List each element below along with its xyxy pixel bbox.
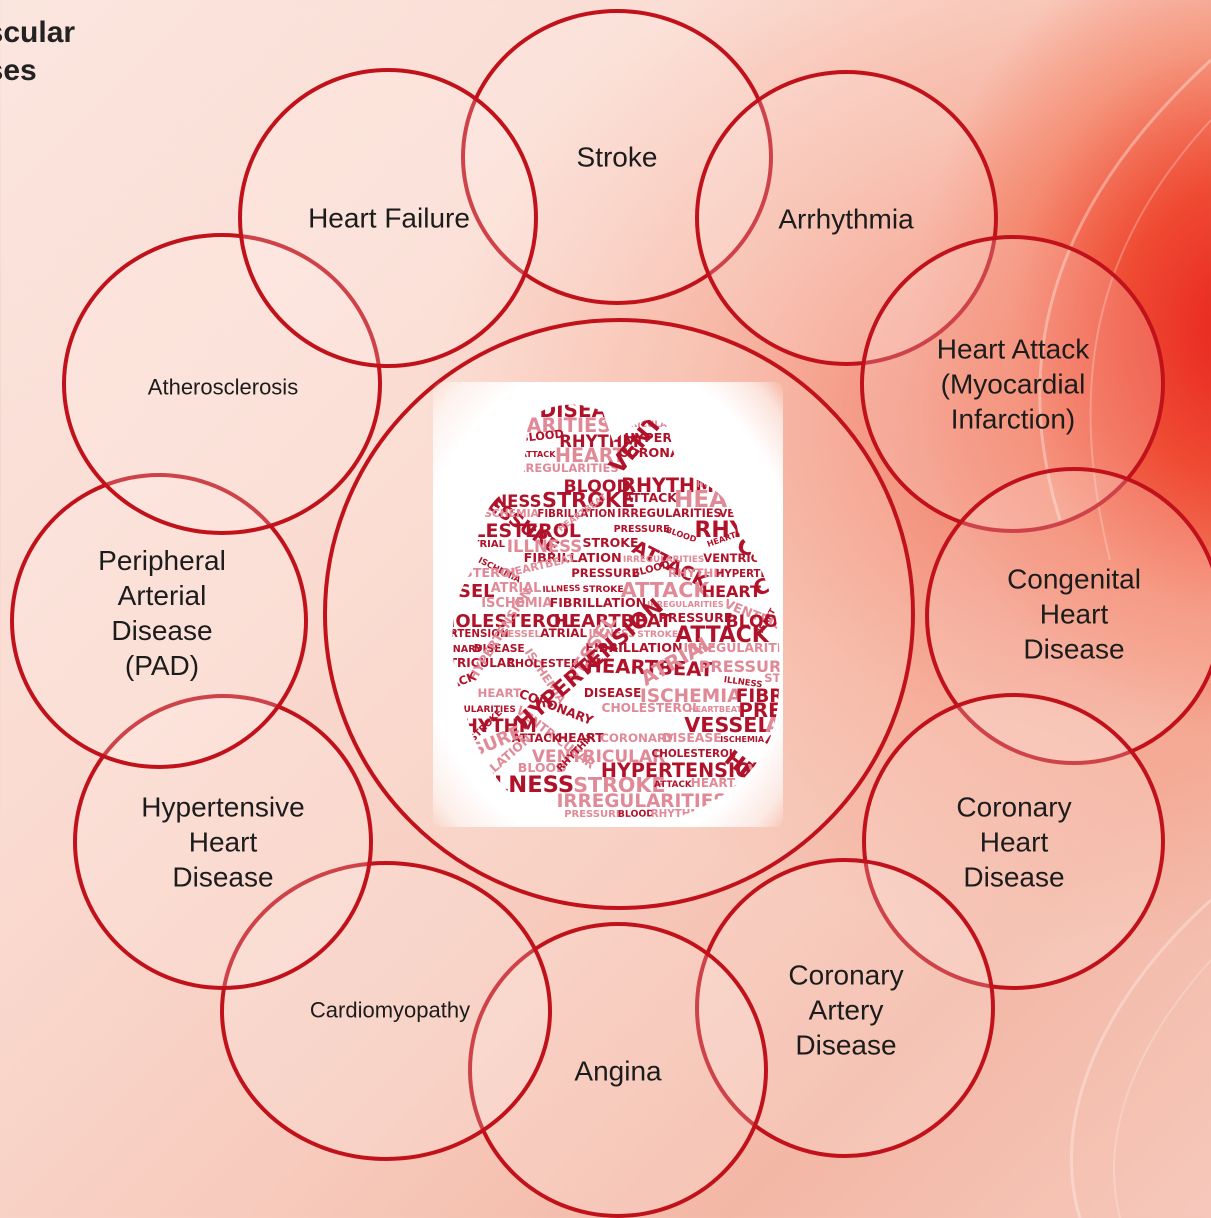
label-heart-attack: Heart Attack (Myocardial Infarction) (937, 332, 1090, 437)
word-cloud-word: ISCHEMIA (619, 382, 705, 418)
word-cloud-word: BLOOD (433, 697, 445, 730)
word-cloud-word: DISEASE (433, 508, 481, 520)
word-cloud-word: HEART (691, 776, 736, 790)
word-cloud-word: PRESSURE (614, 524, 670, 535)
word-cloud-word: VESSEL (748, 761, 783, 782)
label-heart-failure: Heart Failure (308, 201, 470, 236)
word-cloud-word: VESSEL (758, 807, 783, 827)
word-cloud-word: DISEASE (663, 730, 722, 745)
word-cloud-word: HEARTBEAT (494, 808, 565, 827)
word-cloud-word: STROKE (764, 671, 783, 685)
word-cloud-word: FIBRILLATION (736, 401, 783, 416)
title-line-1: ascular (0, 14, 190, 52)
label-congenital: Congenital Heart Disease (1007, 562, 1141, 667)
word-cloud-word: ATTACK (433, 405, 460, 415)
word-cloud-word: VESSEL (723, 434, 766, 445)
label-angina: Angina (574, 1054, 661, 1089)
word-cloud-word: CORONARY (730, 783, 771, 827)
word-cloud-word: IRREGULARITIES (433, 705, 516, 715)
word-cloud-word: DISEASE (433, 548, 456, 609)
label-arrhythmia: Arrhythmia (778, 202, 913, 237)
word-cloud-word: ISCHEMIA (720, 735, 765, 744)
word-cloud-word: VESSEL (761, 479, 784, 490)
word-cloud-word: ILLNESS (433, 732, 472, 745)
word-cloud-word: DISEASE (778, 776, 783, 791)
word-cloud-word: ILLNESS (542, 583, 580, 594)
word-cloud-word: ATRIAL (765, 434, 783, 445)
word-cloud-word: FIBRILLATION (433, 400, 490, 474)
word-cloud-word: VESSEL (433, 535, 467, 550)
word-cloud-word: HEARTBEAT (433, 479, 470, 489)
word-cloud-word: CHOLESTEROL (775, 458, 784, 482)
word-cloud-word: FIBRILLATION (550, 595, 647, 610)
word-cloud-word: ATTACK (623, 490, 678, 505)
word-cloud-word: HEART (478, 686, 522, 700)
heart-word-cloud: ATTACKHEARTCORONARYDISEASEISCHEMIAFIBRIL… (433, 382, 783, 827)
word-cloud-word: PRESSURE (471, 434, 525, 445)
word-cloud-word: ISCHEMIA (734, 445, 783, 460)
word-cloud-word: ATTACK (521, 449, 556, 459)
word-cloud-word: DISEASE (686, 449, 735, 460)
word-cloud-word: BLOOD (618, 808, 655, 820)
word-cloud-word: ATRIAL (433, 780, 458, 827)
heart-word-cloud-image: ATTACKHEARTCORONARYDISEASEISCHEMIAFIBRIL… (433, 382, 783, 827)
label-cardiomyopathy: Cardiomyopathy (310, 996, 470, 1024)
word-cloud-word: ATTACK (433, 669, 479, 700)
label-hypertensive: Hypertensive Heart Disease (141, 790, 304, 895)
word-cloud-word: FIBRILLATION (762, 733, 783, 801)
word-cloud-word: ATTACK (654, 780, 693, 790)
word-cloud-word: DISEASE (584, 686, 641, 700)
word-cloud-word: ILLNESS (433, 446, 469, 460)
word-cloud-word: VENTRICULAR (718, 794, 783, 827)
slide-title: ascular ases (0, 14, 190, 90)
word-cloud-word: HEART (459, 404, 490, 414)
word-cloud-word: STROKE (471, 446, 526, 460)
word-cloud-word: STROKE (583, 584, 624, 595)
word-cloud-word: ATRIAL (765, 713, 783, 737)
word-cloud-word: BLOOD (664, 524, 698, 544)
word-cloud-word: CHOLESTEROL (433, 811, 490, 827)
word-cloud-word: BLOOD (519, 427, 564, 445)
label-pad: Peripheral Arterial Disease (PAD) (98, 543, 226, 683)
word-cloud-word: PRESSURE (564, 809, 623, 820)
word-cloud-word: HYPERTENSION (777, 496, 783, 535)
word-cloud-word: ATRIAL (540, 626, 587, 640)
word-cloud-word: ISCHEMIA (480, 507, 539, 520)
word-cloud-word: ATRIAL (491, 581, 542, 596)
word-cloud-word: ATRIAL (433, 494, 464, 505)
word-cloud-word: VENTRICULAR (605, 382, 739, 479)
word-cloud-word: STROKE (583, 535, 639, 550)
word-cloud-word: HEARTBEAT (433, 436, 464, 482)
word-cloud-word: CORONARY (750, 491, 783, 505)
word-cloud-word: DISEASE (433, 554, 478, 565)
word-cloud-word: IRREGULARITIES (512, 461, 618, 475)
word-cloud-word: ISCHEMIA (433, 794, 462, 804)
word-cloud-word: VENTRICULAR (703, 551, 783, 565)
word-cloud-word: ATRIAL (466, 539, 506, 550)
label-coronary-artery: Coronary Artery Disease (788, 958, 903, 1063)
title-line-2: ases (0, 52, 190, 90)
label-stroke: Stroke (577, 140, 658, 175)
word-cloud-word: HYPERTENSION (693, 809, 764, 819)
label-coronary-heart: Coronary Heart Disease (956, 790, 1071, 895)
label-atherosclerosis: Atherosclerosis (148, 373, 298, 401)
